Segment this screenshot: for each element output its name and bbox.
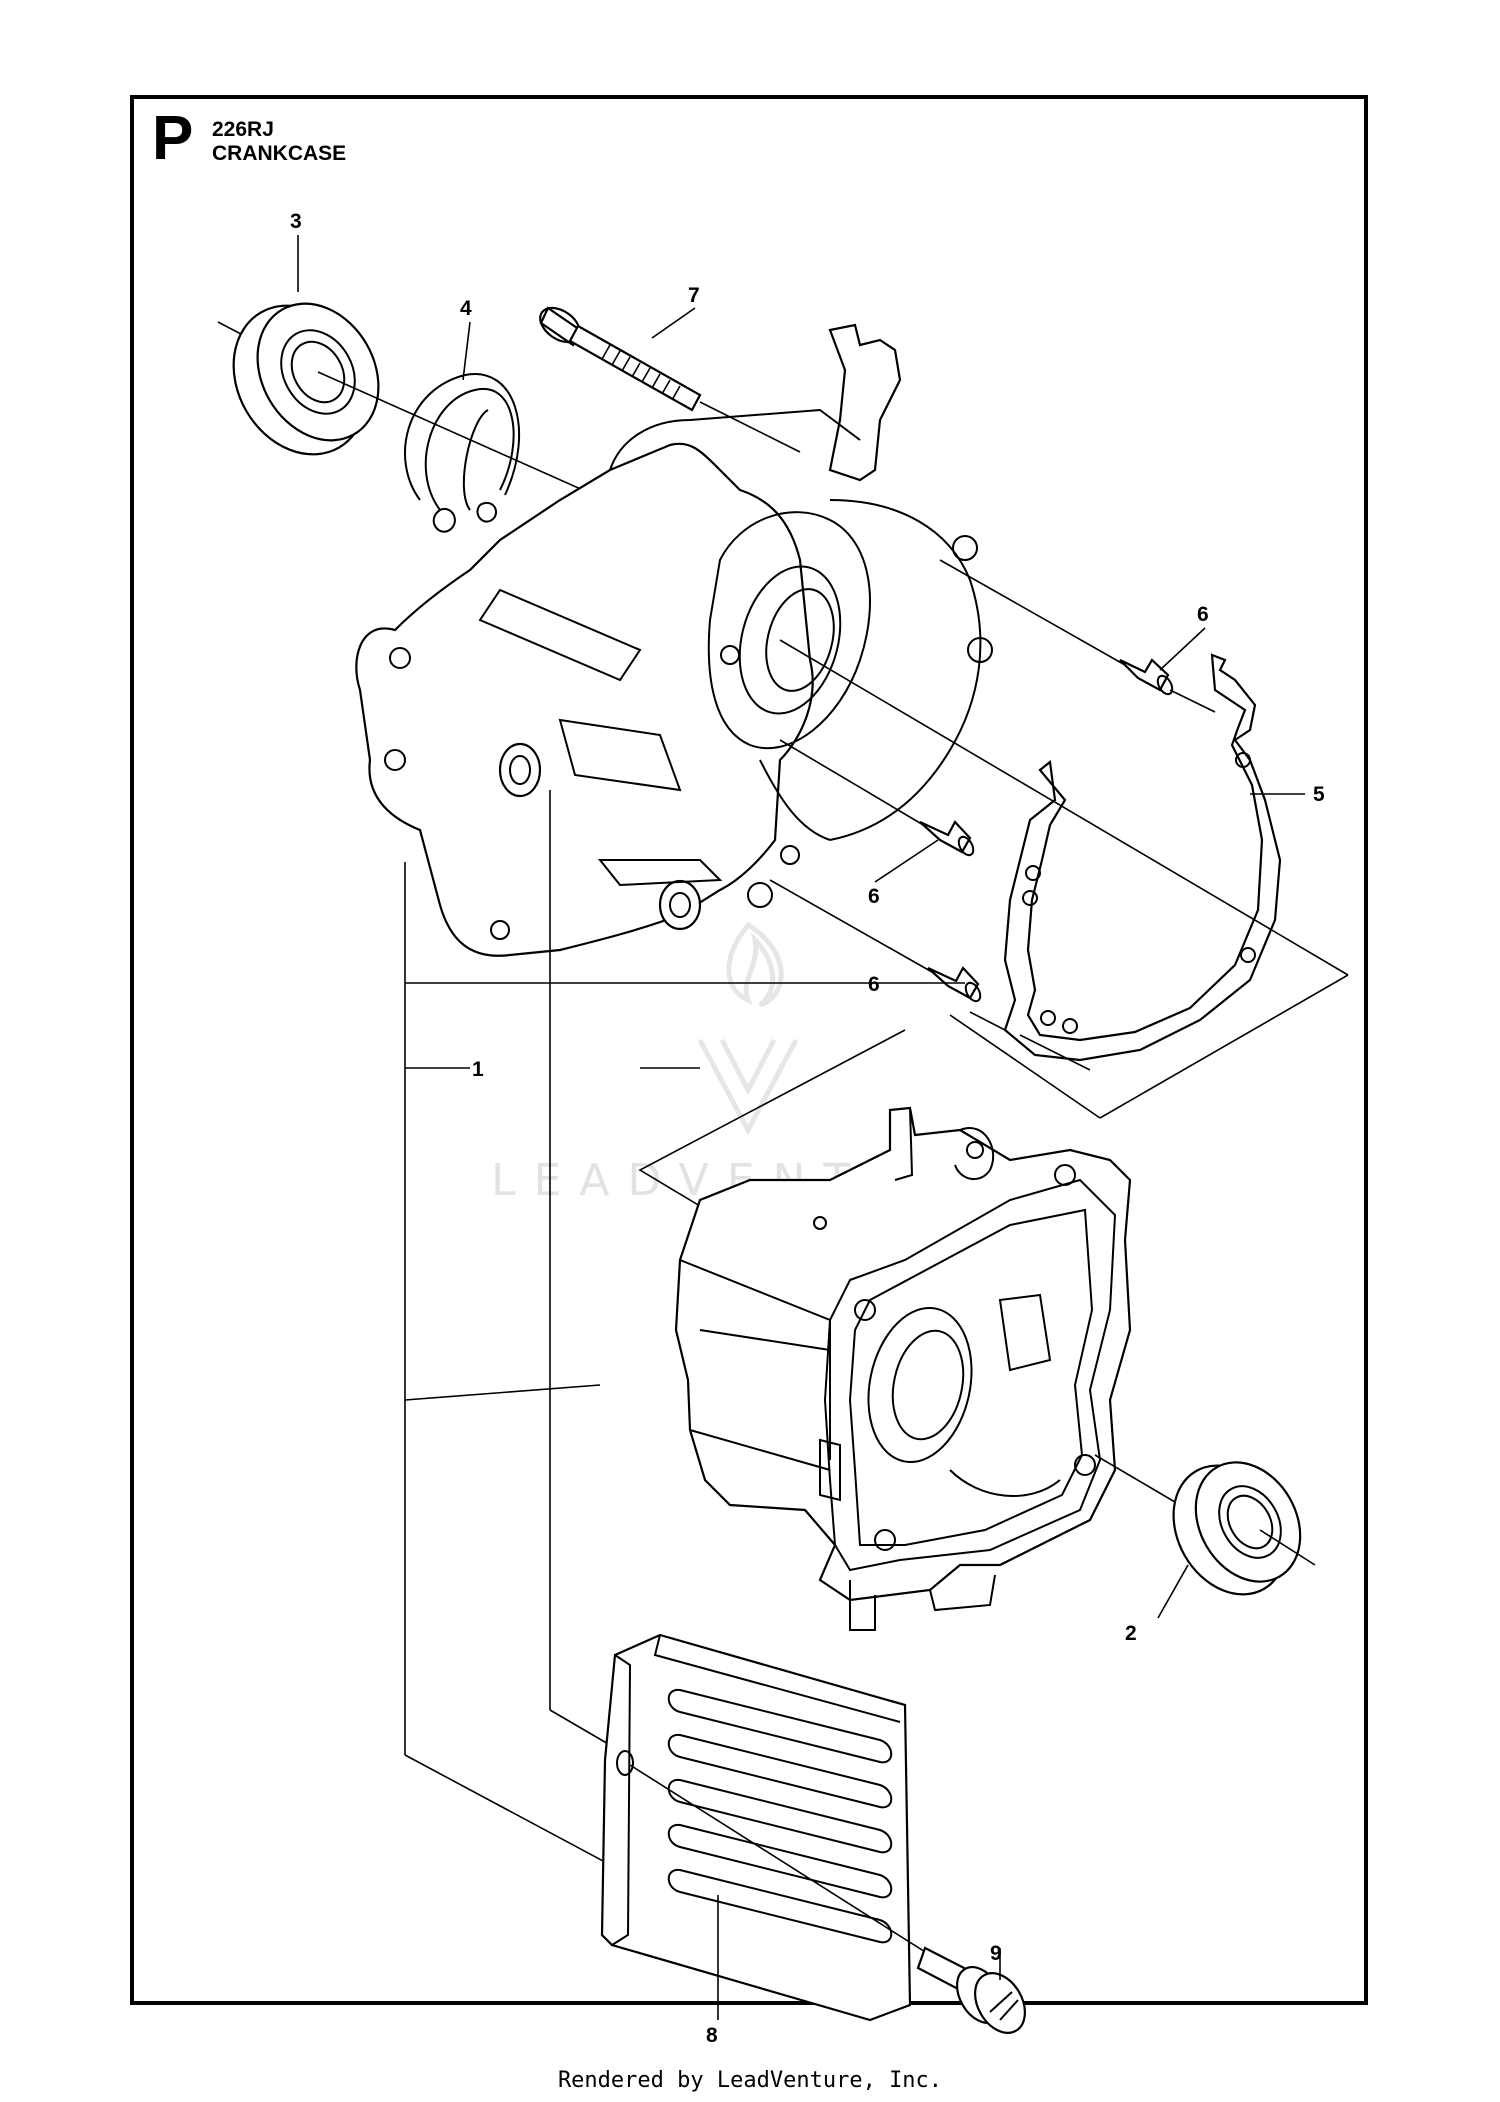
callout-2: 2 [1125, 1622, 1137, 1645]
part-8-shield-plate [600, 1633, 931, 2022]
part-9-screw [916, 1946, 1026, 2034]
callout-9: 9 [990, 1942, 1002, 1965]
section-letter: P [152, 104, 194, 173]
callout-4: 4 [460, 297, 472, 320]
callout-6b: 6 [868, 885, 880, 908]
part-4-circlip [404, 372, 520, 533]
part-3-oil-seal [217, 302, 741, 561]
diagram-frame [130, 95, 1368, 2005]
footer-credit: Rendered by LeadVenture, Inc. [557, 2068, 943, 2093]
part-1-crankcase-lower-half [638, 1029, 1132, 1631]
part-2-oil-seal [1094, 1454, 1316, 1619]
part-6-dowel-pins [769, 559, 1216, 1003]
watermark-logo-icon [697, 921, 799, 1136]
part-7-bolt [539, 306, 801, 453]
callout-6a: 6 [1197, 603, 1209, 626]
model-number: 226RJ [212, 118, 274, 141]
section-title: CRANKCASE [212, 142, 347, 165]
part-1-crankcase-upper-half [355, 323, 993, 957]
callout-7: 7 [688, 284, 700, 307]
part-5-gasket [1003, 653, 1305, 1062]
crank-axis-line [779, 639, 1349, 1119]
callout-1: 1 [472, 1058, 484, 1081]
callout-5: 5 [1313, 783, 1325, 806]
callout-3: 3 [290, 210, 302, 233]
callout-numbers: 3 4 7 6 5 6 6 1 2 9 8 [290, 210, 1325, 2047]
callout-8: 8 [706, 2024, 718, 2047]
callout-6c: 6 [868, 973, 880, 996]
callout-leaders [297, 235, 1206, 1965]
